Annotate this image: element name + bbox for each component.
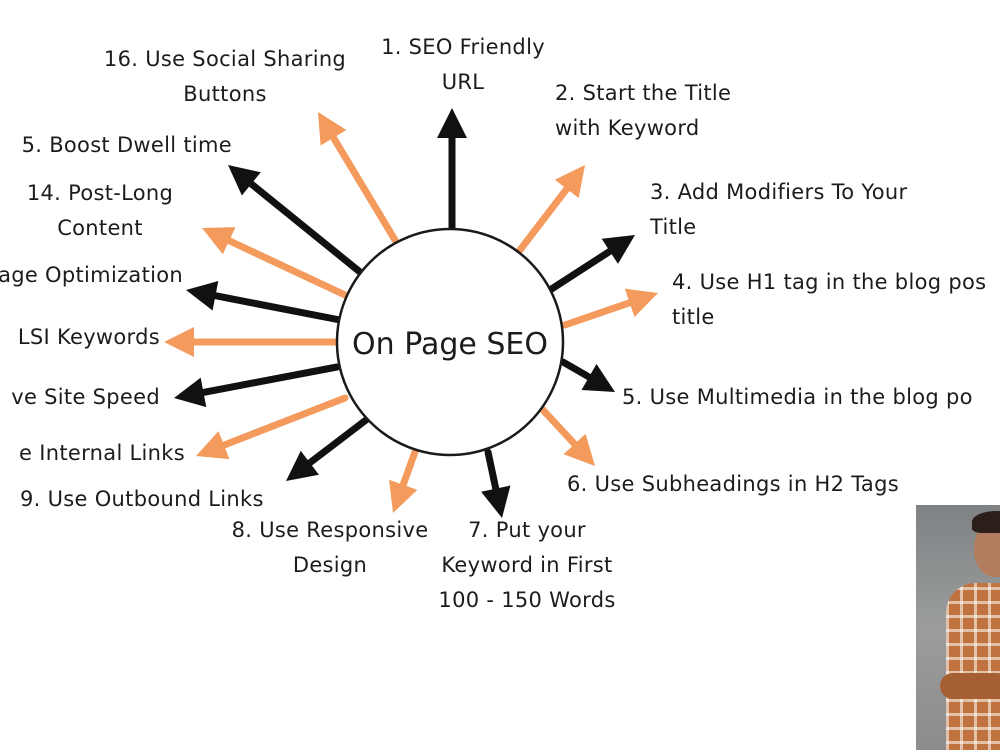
spoke-2-shaft: [520, 187, 568, 250]
spoke-4-label-line: 4. Use H1 tag in the blog pos: [672, 265, 986, 300]
spoke-7-shaft: [488, 452, 496, 491]
spoke-5-shaft: [563, 362, 591, 378]
spoke-14-label-line: Content: [27, 211, 173, 246]
spoke-13-label: age Optimization: [0, 258, 183, 293]
spoke-7-label-line: 7. Put your: [438, 513, 615, 548]
spoke-4-shaft: [565, 302, 632, 325]
spoke-2-label-line: with Keyword: [555, 111, 731, 146]
spoke-5-label: 5. Use Multimedia in the blog po: [622, 380, 973, 415]
spoke-13-label-line: age Optimization: [0, 258, 183, 293]
spoke-12-label: LSI Keywords: [18, 320, 160, 355]
spoke-15-label: 5. Boost Dwell time: [22, 128, 232, 163]
spoke-6-label: 6. Use Subheadings in H2 Tags: [567, 467, 899, 502]
spoke-13-shaft: [213, 295, 340, 320]
spoke-16-label-line: Buttons: [104, 77, 346, 112]
spoke-8-label-line: 8. Use Responsive: [232, 513, 429, 548]
photo-arm: [940, 673, 1000, 699]
spoke-16-label-line: 16. Use Social Sharing: [104, 42, 346, 77]
spoke-5-label-line: 5. Use Multimedia in the blog po: [622, 380, 973, 415]
spoke-3-label-line: Title: [650, 210, 907, 245]
spoke-9-label-line: 9. Use Outbound Links: [20, 482, 264, 517]
spoke-6-label-line: 6. Use Subheadings in H2 Tags: [567, 467, 899, 502]
spoke-2-label-line: 2. Start the Title: [555, 76, 731, 111]
spoke-1-arrowhead: [437, 108, 467, 138]
spoke-7-label-line: Keyword in First: [438, 548, 615, 583]
spoke-7-label-line: 100 - 150 Words: [438, 583, 615, 618]
spoke-3-shaft: [550, 250, 611, 290]
spoke-13-arrowhead: [186, 281, 218, 310]
spoke-10-label: e Internal Links: [19, 436, 185, 471]
spoke-14-label-line: 14. Post-Long: [27, 176, 173, 211]
spoke-3-label-line: 3. Add Modifiers To Your: [650, 175, 907, 210]
spoke-15-label-line: 5. Boost Dwell time: [22, 128, 232, 163]
spoke-11-shaft: [202, 367, 337, 393]
presenter-photo: [916, 505, 1000, 750]
spoke-12-arrowhead: [164, 327, 194, 357]
spoke-9-label: 9. Use Outbound Links: [20, 482, 264, 517]
spoke-11-label-line: ve Site Speed: [11, 380, 160, 415]
photo-hair: [972, 511, 1000, 533]
spoke-4-arrowhead: [625, 289, 658, 317]
spoke-10-shaft: [222, 398, 345, 446]
hub-label: On Page SEO: [352, 327, 548, 362]
spoke-8-shaft: [402, 452, 415, 487]
spoke-10-label-line: e Internal Links: [19, 436, 185, 471]
spoke-12-label-line: LSI Keywords: [18, 320, 160, 355]
spoke-9-shaft: [308, 420, 366, 464]
spoke-1-label-line: URL: [381, 65, 545, 100]
spoke-8-label-line: Design: [232, 548, 429, 583]
spoke-11-arrowhead: [174, 378, 206, 407]
spoke-4-label-line: title: [672, 300, 986, 335]
spoke-6-shaft: [543, 410, 576, 445]
spoke-11-label: ve Site Speed: [11, 380, 160, 415]
photo-shirt: [946, 583, 1000, 750]
spoke-1-label-line: 1. SEO Friendly: [381, 30, 545, 65]
spoke-16-shaft: [332, 136, 395, 240]
